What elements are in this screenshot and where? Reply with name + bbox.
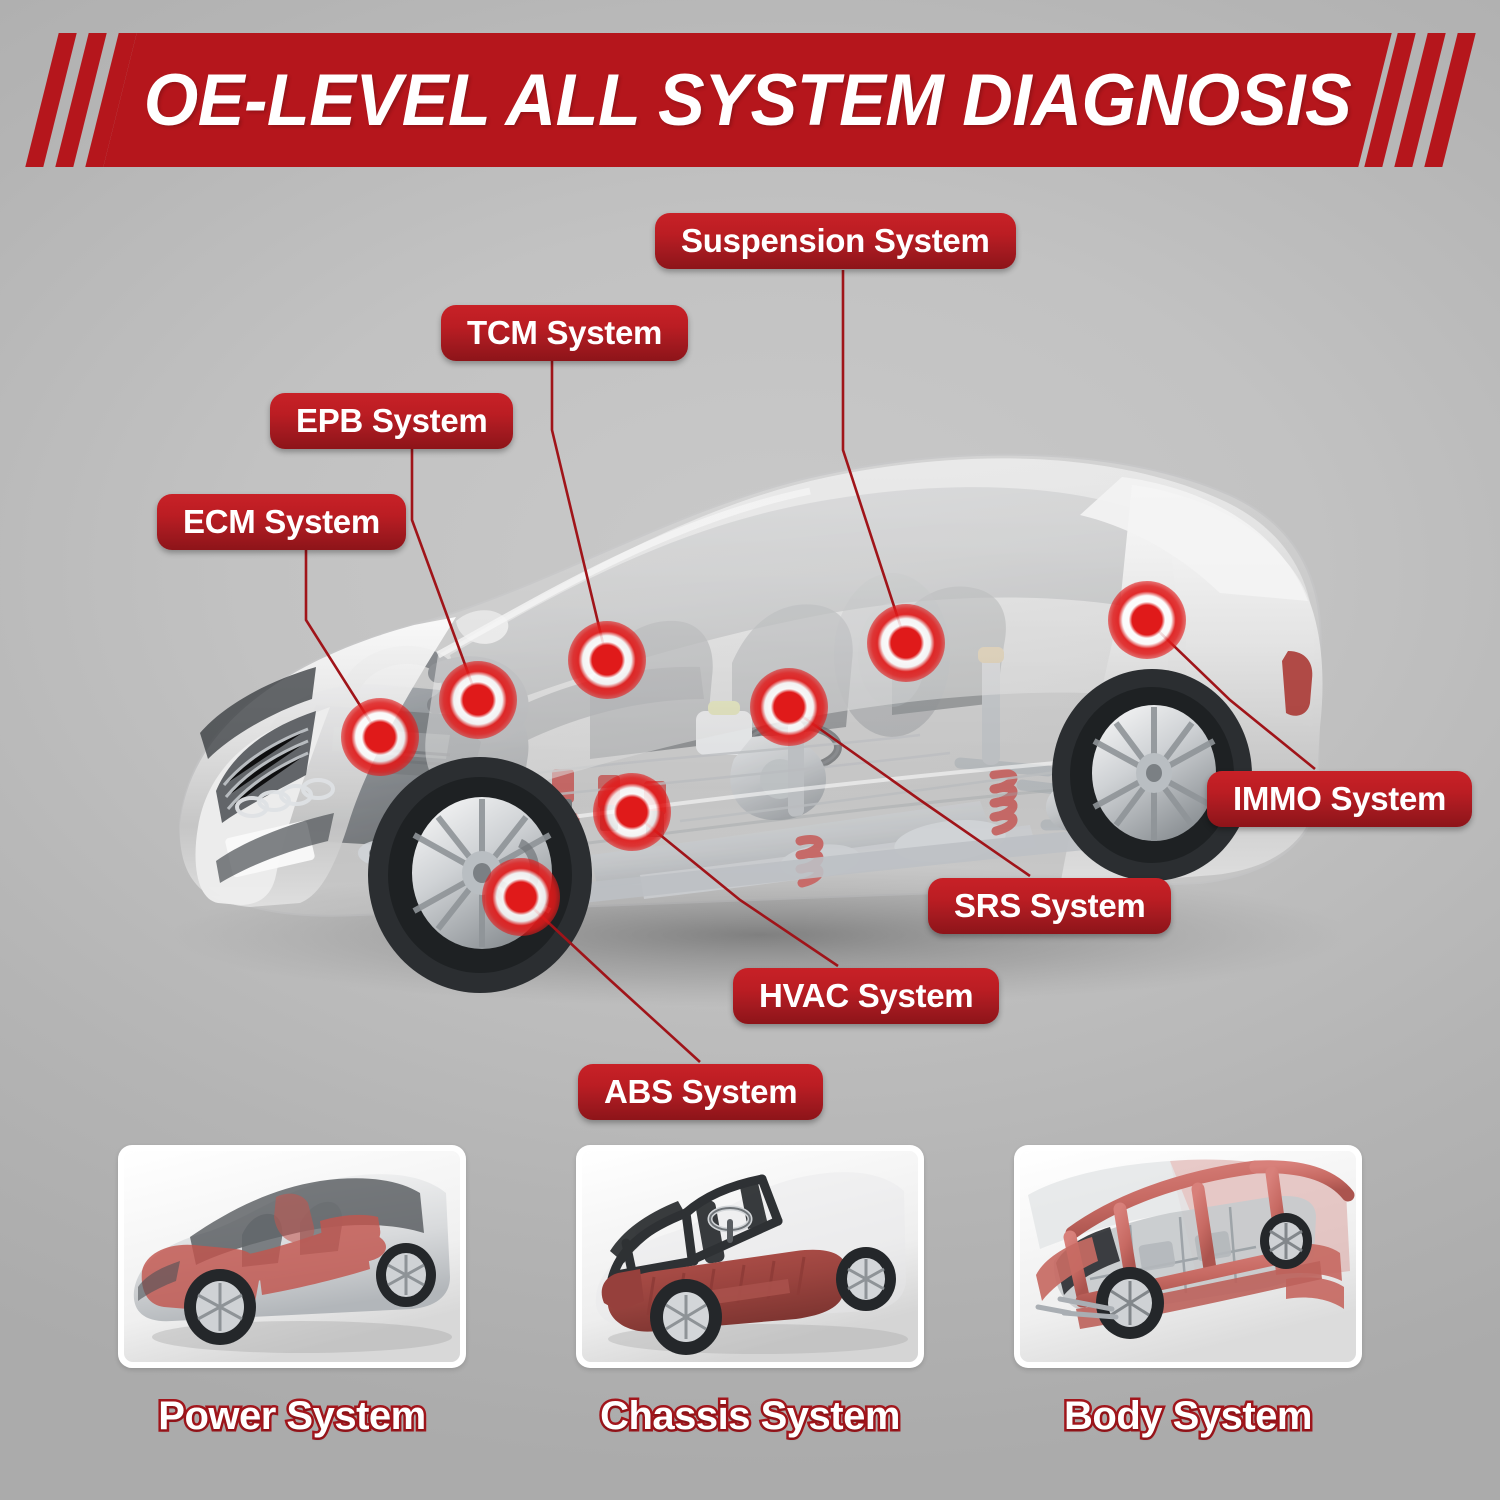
powertrain-highlight — [141, 1193, 386, 1313]
card-frame — [118, 1145, 466, 1368]
card-frame — [576, 1145, 924, 1368]
callout-badge-suspension[interactable]: Suspension System — [655, 213, 1016, 269]
card-frame — [1014, 1145, 1362, 1368]
card-image-chassis-system — [582, 1151, 918, 1362]
callout-badge-epb[interactable]: EPB System — [270, 393, 514, 449]
callout-badge-immo[interactable]: IMMO System — [1207, 771, 1473, 827]
callout-badge-tcm[interactable]: TCM System — [441, 305, 689, 361]
hotspot-suspension[interactable] — [867, 604, 945, 682]
card-label-body-system: Body System — [1062, 1392, 1315, 1441]
header-banner: OE-LEVEL ALL SYSTEM DIAGNOSIS — [0, 33, 1500, 167]
wheel-front — [368, 757, 592, 993]
hotspot-abs[interactable] — [482, 858, 560, 936]
card-image-power-system — [124, 1151, 460, 1362]
hotspot-epb[interactable] — [439, 661, 517, 739]
card-label-chassis-system: Chassis System — [598, 1392, 903, 1441]
card-chassis-system[interactable]: Chassis System — [576, 1145, 924, 1441]
callout-badge-abs[interactable]: ABS System — [578, 1064, 824, 1120]
card-image-body-system — [1020, 1151, 1356, 1362]
callout-badge-srs[interactable]: SRS System — [928, 878, 1172, 934]
hotspot-srs[interactable] — [750, 668, 828, 746]
body-shell-highlight — [1063, 1160, 1355, 1308]
callout-badge-ecm[interactable]: ECM System — [157, 494, 406, 550]
hotspot-immo[interactable] — [1108, 581, 1186, 659]
hotspot-hvac[interactable] — [593, 773, 671, 851]
callout-badge-hvac[interactable]: HVAC System — [733, 968, 1000, 1024]
system-card-row: Power System — [0, 1145, 1500, 1500]
card-body-system[interactable]: Body System — [1014, 1145, 1362, 1441]
hotspot-ecm[interactable] — [341, 698, 419, 776]
card-power-system[interactable]: Power System — [118, 1145, 466, 1441]
hotspot-tcm[interactable] — [568, 621, 646, 699]
page-title: OE-LEVEL ALL SYSTEM DIAGNOSIS — [143, 59, 1352, 141]
card-label-power-system: Power System — [156, 1392, 429, 1441]
